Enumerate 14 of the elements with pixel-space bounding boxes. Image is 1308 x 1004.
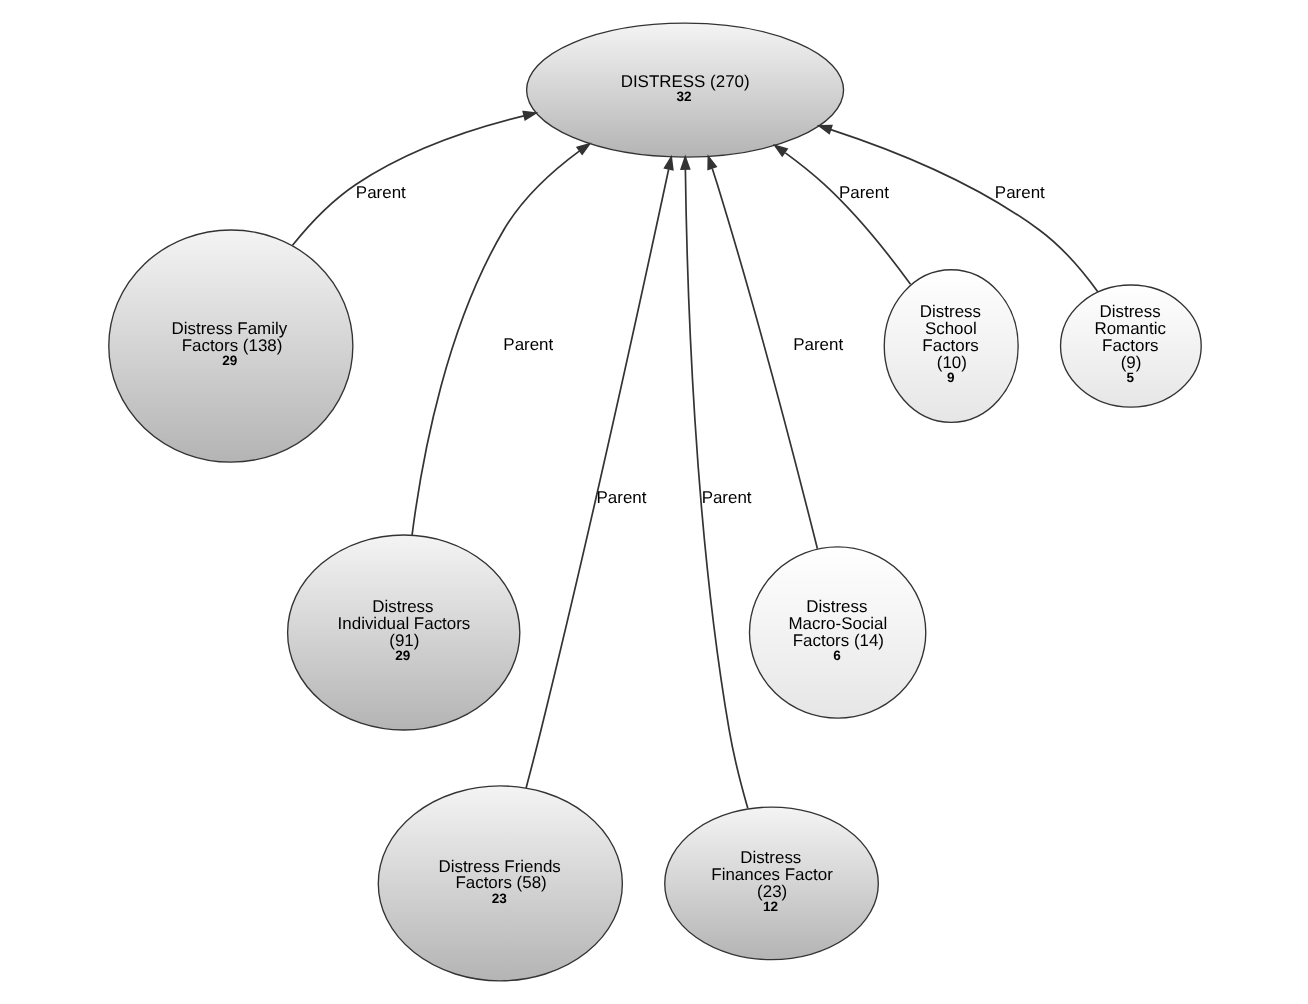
edge-label: Parent [595,486,646,507]
edge-label: Parent [502,334,553,355]
arrow [815,124,1098,293]
edge-label: Parent [837,181,888,202]
arrow [771,144,911,286]
arrow [679,154,748,810]
arrow [290,110,538,247]
arrow [706,154,818,550]
arrow [410,142,591,536]
edge-label: Parent [700,486,751,507]
edge-label: Parent [792,334,843,355]
edge-label: Parent [993,181,1044,202]
arrow [524,154,673,789]
edge-label: Parent [354,181,405,202]
